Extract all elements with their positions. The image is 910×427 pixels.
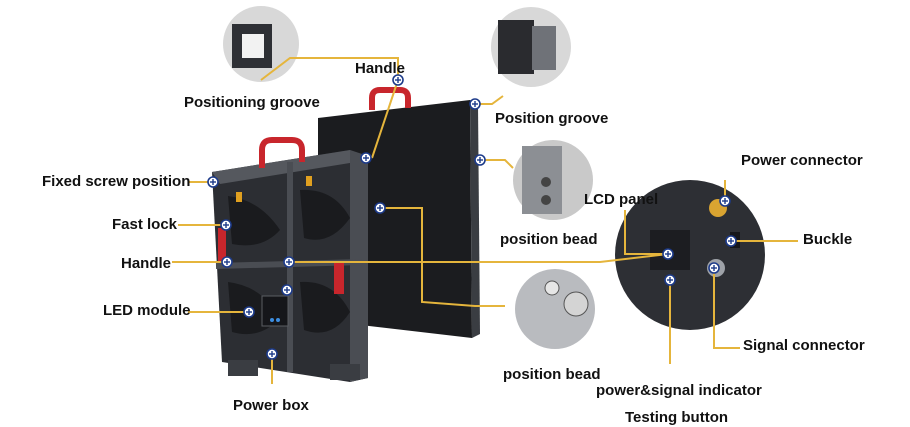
label-power-connector: Power connector	[741, 152, 863, 169]
inset-position-bead	[515, 269, 595, 349]
label-position-bead-lower: position bead	[503, 366, 601, 383]
label-signal-connector: Signal connector	[743, 337, 865, 354]
label-handle-left: Handle	[121, 255, 172, 272]
label-led-module: LED module	[103, 302, 191, 319]
leader-lines	[172, 57, 798, 384]
inset-screw	[513, 140, 593, 220]
label-positioning-groove: Positioning groove	[184, 94, 320, 111]
label-lcd-panel: LCD panel	[584, 191, 659, 208]
inset-position-groove	[491, 7, 571, 87]
label-testing-button: Testing button	[625, 409, 729, 426]
label-fast-lock: Fast lock	[112, 216, 178, 233]
inset-positioning-groove	[223, 6, 299, 82]
label-buckle: Buckle	[803, 231, 853, 248]
label-handle-top: Handle	[355, 60, 406, 77]
label-power-signal-indicator: power&signal indicator	[596, 382, 762, 399]
label-fixed-screw-position: Fixed screw position	[42, 173, 191, 190]
label-position-groove: Position groove	[495, 110, 609, 127]
label-position-bead-upper: position bead	[500, 231, 598, 248]
label-power-box: Power box	[233, 397, 309, 414]
callout-markers	[207, 74, 737, 360]
